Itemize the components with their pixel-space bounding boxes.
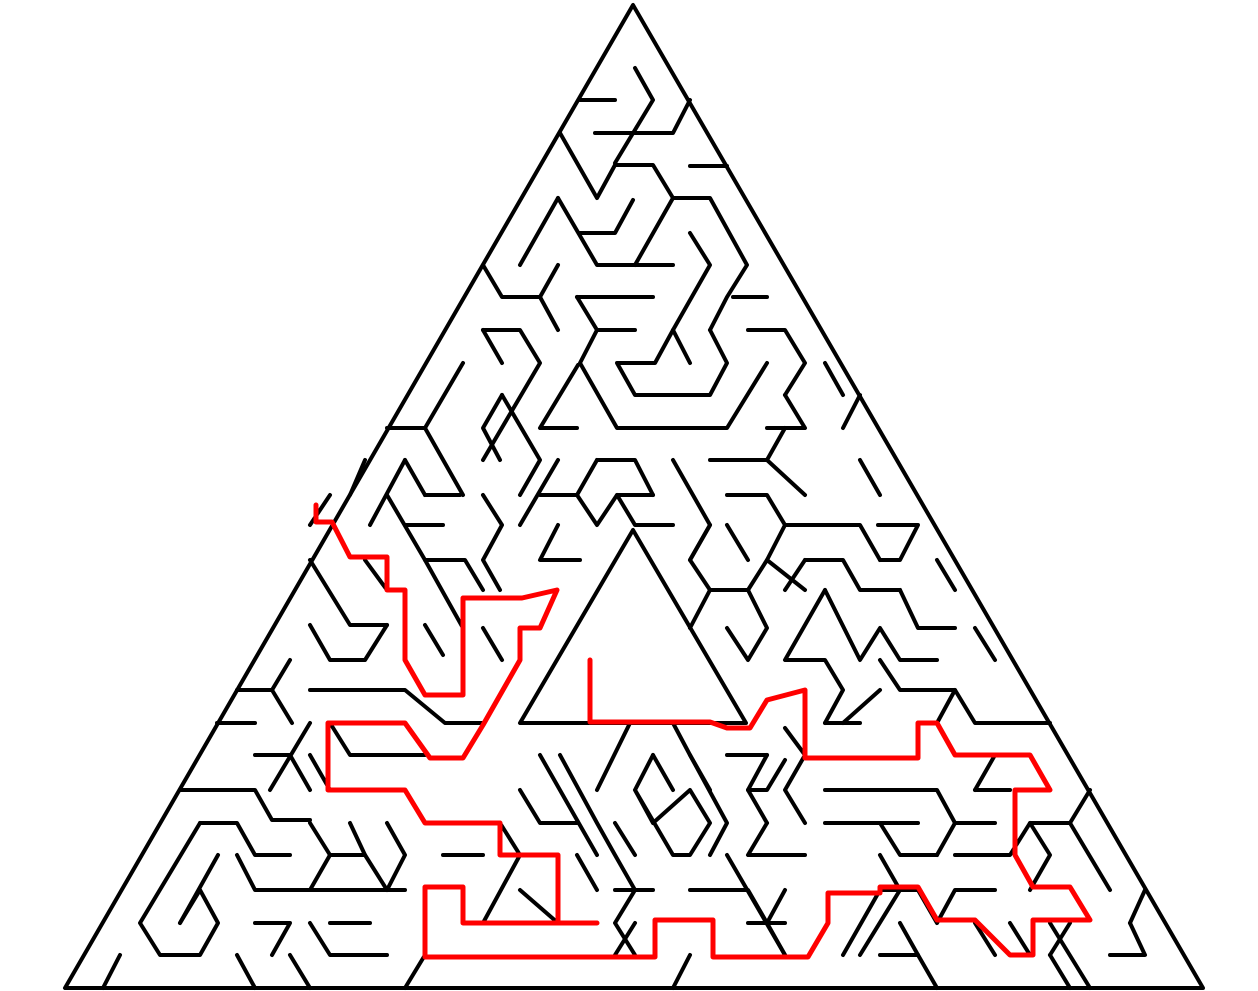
- solution-path: [313, 502, 1093, 960]
- maze-walls: [63, 3, 1205, 990]
